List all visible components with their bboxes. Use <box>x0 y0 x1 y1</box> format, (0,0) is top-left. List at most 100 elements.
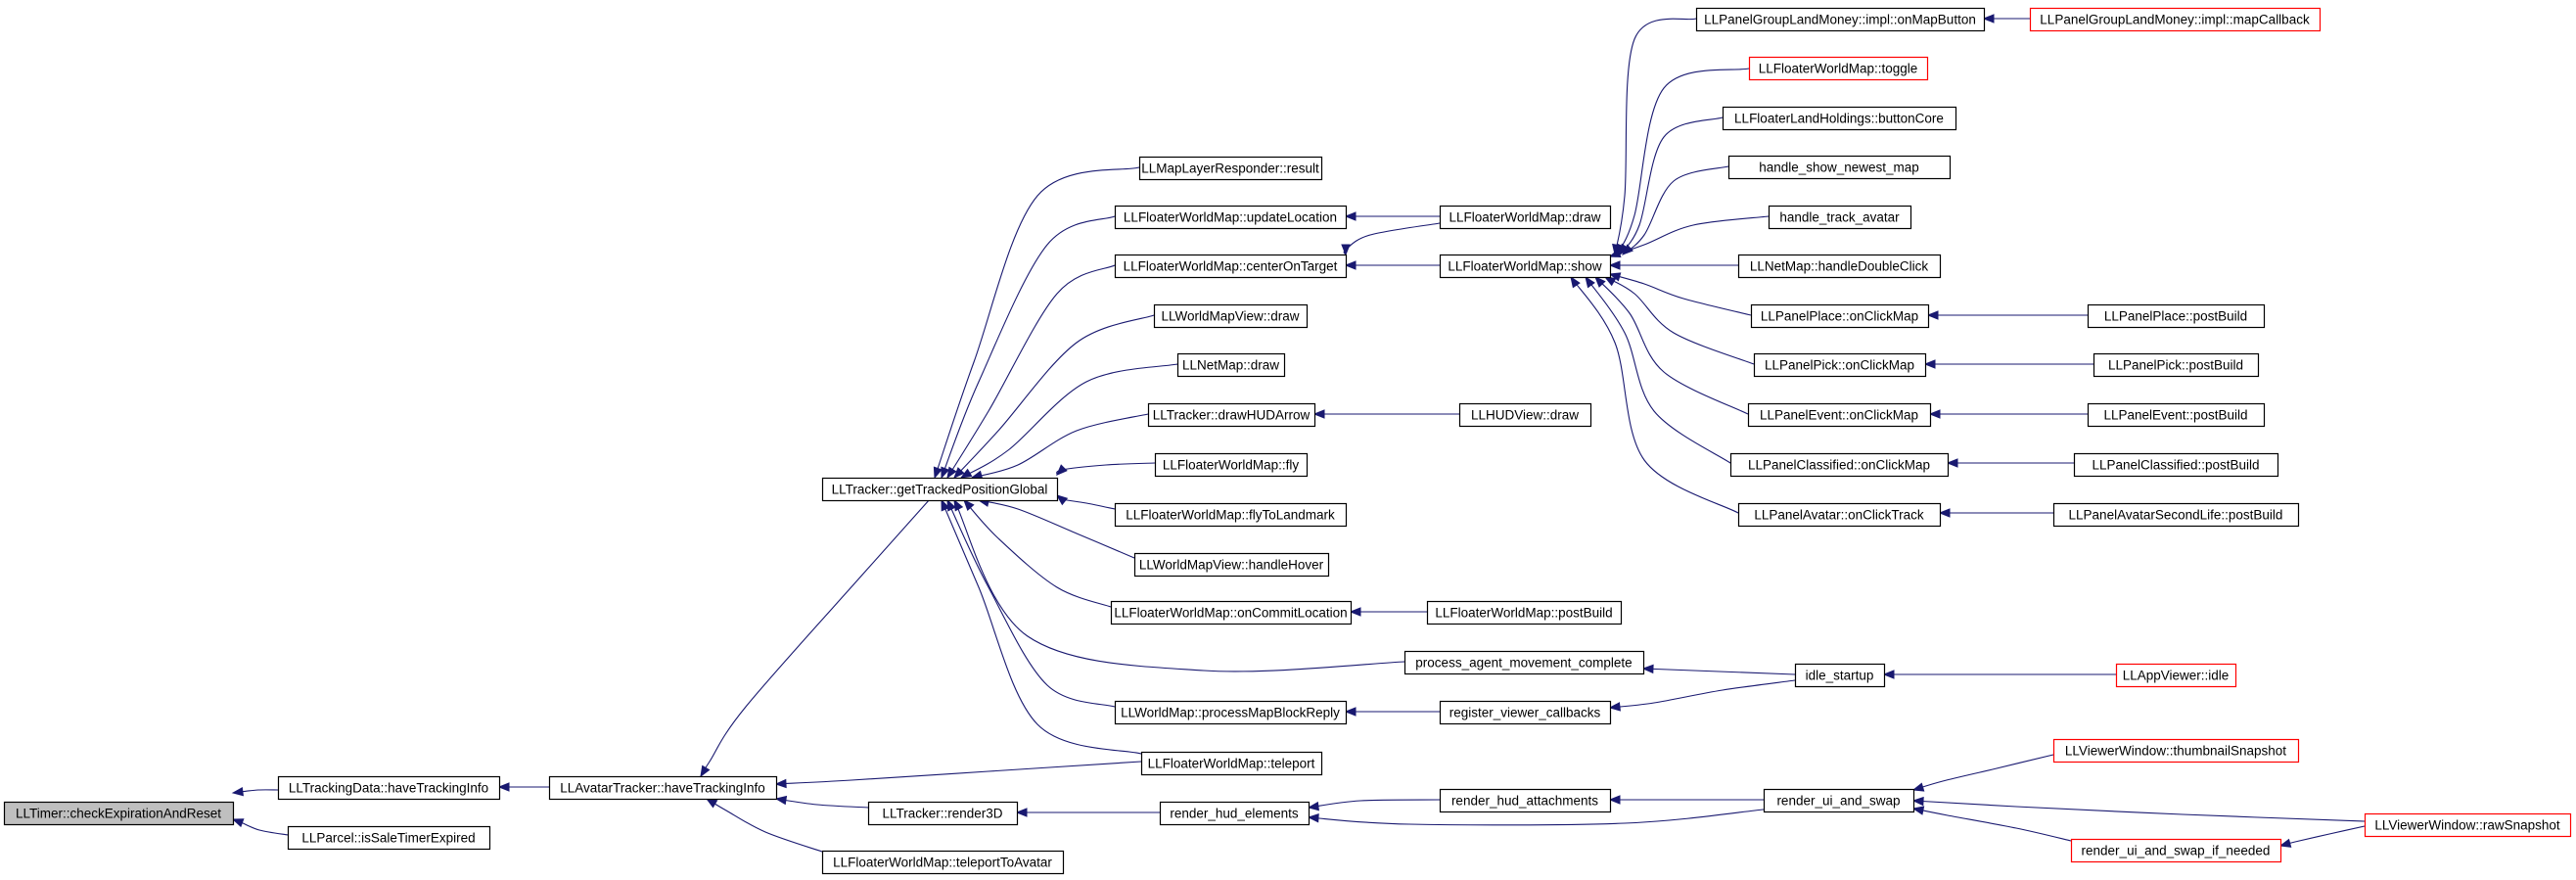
node-llpanelplace-postbuild[interactable]: LLPanelPlace::postBuild <box>2087 303 2266 329</box>
edge-n21-to-n4 <box>1055 494 1116 510</box>
node-label: LLFloaterWorldMap::onCommitLocation <box>1114 606 1347 621</box>
node-llfloaterworldmap-teleport[interactable]: LLFloaterWorldMap::teleport <box>1140 751 1323 776</box>
node-llpanelpick-postbuild[interactable]: LLPanelPick::postBuild <box>2093 352 2260 378</box>
arrowhead-icon <box>1603 276 1617 287</box>
node-llpanelplace-onclickmap[interactable]: LLPanelPlace::onClickMap <box>1750 303 1930 329</box>
node-label: LLFloaterWorldMap::draw <box>1449 210 1600 225</box>
node-box <box>1114 205 1348 230</box>
node-lltracker-render3d[interactable]: LLTracker::render3D <box>867 801 1019 826</box>
node-llpanelgrouplandmoney-impl-mapcallback[interactable]: LLPanelGroupLandMoney::impl::mapCallback <box>2029 7 2322 32</box>
node-box <box>2070 838 2282 863</box>
node-process-agent-movement-complete[interactable]: process_agent_movement_complete <box>1403 650 1645 675</box>
arrowhead-icon <box>774 795 788 806</box>
edge-line <box>1604 276 1755 365</box>
node-llfloaterworldmap-flytolandmark[interactable]: LLFloaterWorldMap::flyToLandmark <box>1114 502 1348 528</box>
node-llfloaterworldmap-fly[interactable]: LLFloaterWorldMap::fly <box>1154 452 1309 478</box>
node-box <box>1729 452 1950 478</box>
node-llpanelgrouplandmoney-impl-onmapbutton[interactable]: LLPanelGroupLandMoney::impl::onMapButton <box>1695 7 1986 32</box>
edge-line <box>946 499 1116 708</box>
node-label: render_ui_and_swap_if_needed <box>2082 844 2271 858</box>
edge-n11-to-n10 <box>1911 754 2054 792</box>
edge-n26-to-n16 <box>1341 222 1441 256</box>
node-llpanelpick-onclickmap[interactable]: LLPanelPick::onClickMap <box>1753 352 1927 378</box>
node-llfloaterworldmap-toggle[interactable]: LLFloaterWorldMap::toggle <box>1748 56 1929 81</box>
node-box <box>1153 303 1309 329</box>
node-llfloaterworldmap-postbuild[interactable]: LLFloaterWorldMap::postBuild <box>1426 600 1623 625</box>
node-llfloaterworldmap-show[interactable]: LLFloaterWorldMap::show <box>1439 254 1612 279</box>
edge-line <box>1619 116 1724 255</box>
node-llfloaterlandholdings-buttoncore[interactable]: LLFloaterLandHoldings::buttonCore <box>1722 106 1957 131</box>
node-llworldmap-processmapblockreply[interactable]: LLWorldMap::processMapBlockReply <box>1114 700 1348 725</box>
node-llavatartracker-havetrackinginfo[interactable]: LLAvatarTracker::haveTrackingInfo <box>548 775 778 801</box>
node-box <box>2052 502 2300 528</box>
edge-n39-to-n27 <box>1608 260 1738 270</box>
node-llworldmapview-draw[interactable]: LLWorldMapView::draw <box>1153 303 1309 329</box>
node-llfloaterworldmap-centerontarget[interactable]: LLFloaterWorldMap::centerOnTarget <box>1114 254 1348 279</box>
node-box <box>2364 812 2572 838</box>
node-llfloaterworldmap-draw[interactable]: LLFloaterWorldMap::draw <box>1439 205 1612 230</box>
node-llpanelevent-postbuild[interactable]: LLPanelEvent::postBuild <box>2087 402 2266 428</box>
edge-n7-to-n4 <box>941 498 1142 755</box>
node-label: LLPanelPick::onClickMap <box>1765 358 1914 373</box>
node-box <box>548 775 778 801</box>
edge-line <box>971 413 1149 479</box>
node-llnetmap-draw[interactable]: LLNetMap::draw <box>1176 352 1286 378</box>
node-box <box>821 477 1059 502</box>
arrowhead-icon <box>1608 702 1621 712</box>
edge-n15-to-n4 <box>941 215 1116 480</box>
node-llnetmap-handledoubleclick[interactable]: LLNetMap::handleDoubleClick <box>1737 254 1942 279</box>
node-box <box>1737 254 1942 279</box>
node-label: LLHUDView::draw <box>1471 408 1579 423</box>
node-box <box>1114 502 1348 528</box>
node-render-ui-and-swap[interactable]: render_ui_and_swap <box>1763 788 1915 813</box>
node-label: LLViewerWindow::rawSnapshot <box>2374 818 2560 833</box>
node-llfloaterworldmap-teleporttoavatar[interactable]: LLFloaterWorldMap::teleportToAvatar <box>821 850 1065 875</box>
node-handle-show-newest-map[interactable]: handle_show_newest_map <box>1727 155 1952 180</box>
node-render-hud-elements[interactable]: render_hud_elements <box>1159 801 1311 826</box>
edge-line <box>960 363 1178 479</box>
node-llhudview-draw[interactable]: LLHUDView::draw <box>1458 402 1592 428</box>
node-box <box>2115 663 2237 688</box>
node-llappviewer-idle[interactable]: LLAppViewer::idle <box>2115 663 2237 688</box>
node-lltracker-drawhudarrow[interactable]: LLTracker::drawHUDArrow <box>1147 402 1316 428</box>
node-box <box>1138 156 1323 181</box>
node-box <box>1753 352 1927 378</box>
node-lltimer-checkexpirationandreset[interactable]: LLTimer::checkExpirationAndReset <box>3 801 235 826</box>
node-llviewerwindow-rawsnapshot[interactable]: LLViewerWindow::rawSnapshot <box>2364 812 2572 838</box>
edge-n12-to-n10 <box>1911 806 2072 842</box>
edge-line <box>775 761 1142 785</box>
node-llpanelclassified-postbuild[interactable]: LLPanelClassified::postBuild <box>2073 452 2279 478</box>
edge-n13-to-n12 <box>2278 825 2366 848</box>
edge-n40-to-n27 <box>1608 272 1752 316</box>
arrowhead-icon <box>1911 796 1924 807</box>
node-lltracker-gettrackedpositionglobal[interactable]: LLTracker::getTrackedPositionGlobal <box>821 477 1059 502</box>
node-label: LLPanelClassified::postBuild <box>2092 458 2259 473</box>
node-box <box>2087 303 2266 329</box>
node-llfloaterworldmap-oncommitlocation[interactable]: LLFloaterWorldMap::onCommitLocation <box>1110 600 1353 625</box>
node-llmaplayerresponder-result[interactable]: LLMapLayerResponder::result <box>1138 156 1323 181</box>
node-idle-startup[interactable]: idle_startup <box>1794 663 1886 688</box>
node-llviewerwindow-thumbnailsnapshot[interactable]: LLViewerWindow::thumbnailSnapshot <box>2052 738 2300 764</box>
node-llpanelevent-onclickmap[interactable]: LLPanelEvent::onClickMap <box>1747 402 1932 428</box>
node-render-ui-and-swap-if-needed[interactable]: render_ui_and_swap_if_needed <box>2070 838 2282 863</box>
node-render-hud-attachments[interactable]: render_hud_attachments <box>1439 788 1612 813</box>
node-llpanelavatar-onclicktrack[interactable]: LLPanelAvatar::onClickTrack <box>1737 502 1942 528</box>
arrowhead-icon <box>1608 249 1622 258</box>
edge-n29-to-n23 <box>1349 607 1427 617</box>
arrowhead-icon <box>953 467 965 479</box>
node-llparcel-issaletimerexpired[interactable]: LLParcel::isSaleTimerExpired <box>287 825 491 851</box>
node-llpanelclassified-onclickmap[interactable]: LLPanelClassified::onClickMap <box>1729 452 1950 478</box>
node-box <box>1176 352 1286 378</box>
node-box <box>1439 700 1612 725</box>
node-label: LLFloaterWorldMap::postBuild <box>1435 606 1612 621</box>
node-box <box>1722 106 1957 131</box>
node-register-viewer-callbacks[interactable]: register_viewer_callbacks <box>1439 700 1612 725</box>
node-llfloaterworldmap-updatelocation[interactable]: LLFloaterWorldMap::updateLocation <box>1114 205 1348 230</box>
node-box <box>867 801 1019 826</box>
node-lltrackingdata-havetrackinginfo[interactable]: LLTrackingData::haveTrackingInfo <box>277 775 501 801</box>
arrowhead-icon <box>953 498 964 512</box>
node-handle-track-avatar[interactable]: handle_track_avatar <box>1768 205 1912 230</box>
node-llpanelavatarsecondlife-postbuild[interactable]: LLPanelAvatarSecondLife::postBuild <box>2052 502 2300 528</box>
node-label: LLWorldMap::processMapBlockReply <box>1121 706 1340 720</box>
node-llworldmapview-handlehover[interactable]: LLWorldMapView::handleHover <box>1133 552 1330 578</box>
